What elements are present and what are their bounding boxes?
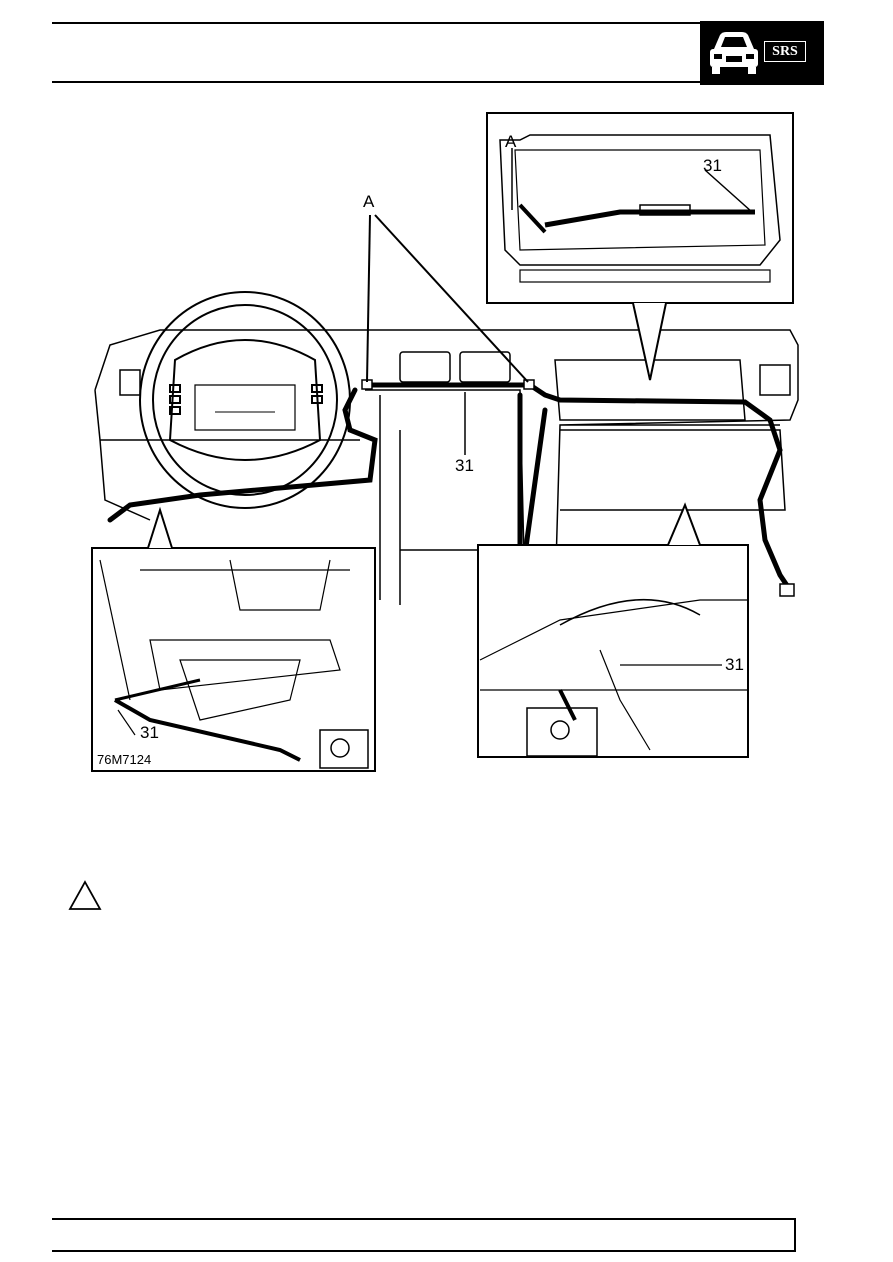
page-footer-box bbox=[52, 1218, 796, 1252]
callout-31-main: 31 bbox=[455, 456, 474, 475]
steering-wheel bbox=[139, 291, 351, 509]
harness-clip-a-right bbox=[523, 379, 535, 390]
header-top-rule bbox=[52, 22, 700, 24]
callout-31-inset-top: 31 bbox=[703, 156, 722, 175]
srs-badge-label: SRS bbox=[764, 41, 806, 62]
warning-triangle-icon bbox=[68, 880, 102, 910]
callout-31-inset-left: 31 bbox=[140, 723, 159, 742]
callout-a-inset: A bbox=[505, 132, 517, 151]
srs-badge: SRS bbox=[700, 21, 824, 85]
harness-connector-right bbox=[779, 583, 795, 597]
inset-footwell bbox=[477, 502, 749, 758]
dashboard-outline bbox=[94, 329, 799, 601]
srs-harness-illustration bbox=[91, 112, 799, 772]
car-front-icon bbox=[710, 32, 758, 74]
callout-31-inset-right: 31 bbox=[725, 655, 744, 674]
header-bottom-rule bbox=[52, 81, 700, 83]
inset-glovebox bbox=[486, 112, 794, 381]
inset-steering-column bbox=[91, 506, 376, 772]
figure-code: 76M7124 bbox=[97, 752, 152, 767]
callout-a-main: A bbox=[363, 192, 375, 211]
